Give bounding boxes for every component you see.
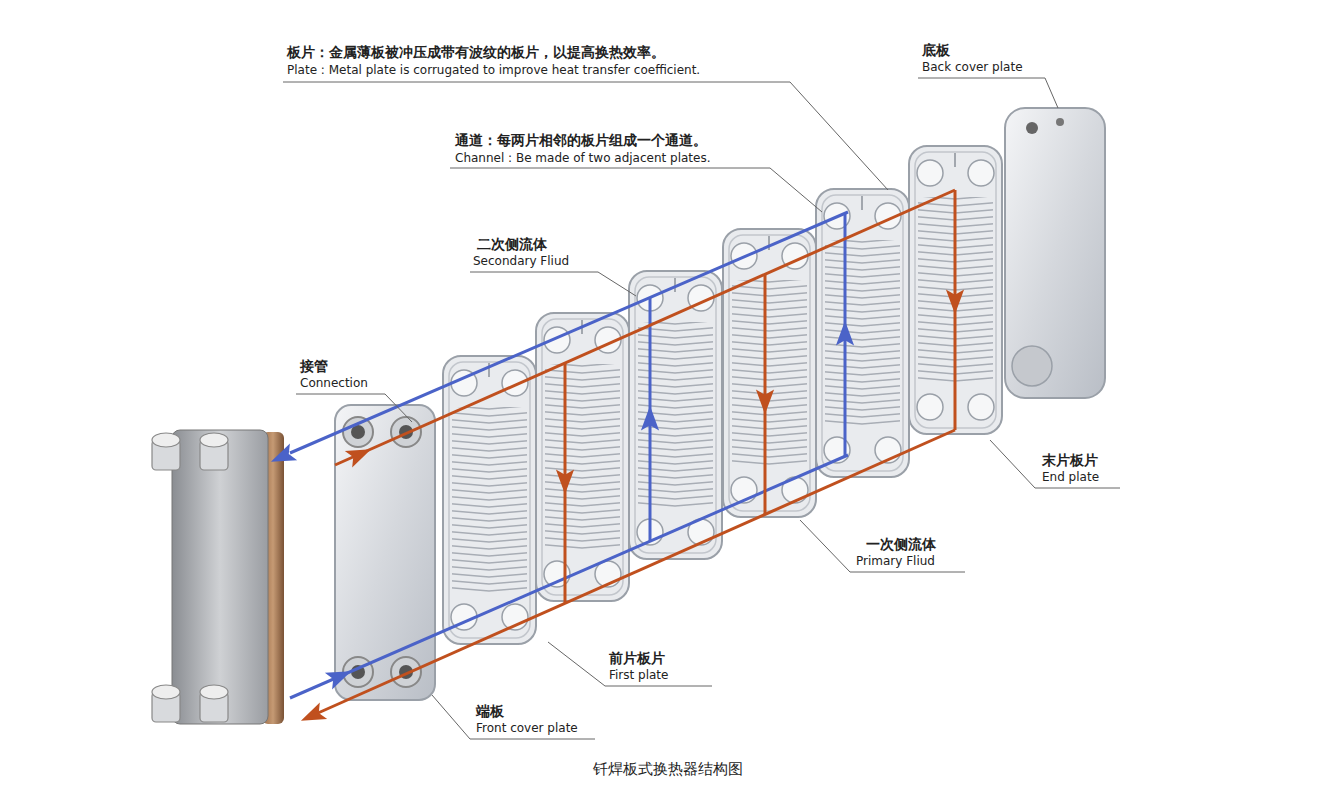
callout-note-en: Plate : Metal plate is corrugated to imp… [287,63,700,77]
callout-note: 通道：每两片相邻的板片组成一个通道。 [455,132,707,149]
port-mark [1012,346,1052,386]
part-name-en: Primary Fliud [856,554,935,568]
part-name-en: Back cover plate [922,60,1023,74]
callout-note: 板片：金属薄板被冲压成带有波纹的板片，以提高换热效率。 [287,44,665,61]
part-name-en: Front cover plate [476,721,578,735]
leader-line [450,168,822,212]
part-name: 接管 [300,358,328,375]
leader-line [470,272,636,296]
cover-plate-body [1005,108,1105,398]
part-name: 一次侧流体 [866,536,936,553]
leader-line [296,394,412,422]
part-name-en: First plate [609,668,668,682]
flow-arrowhead [556,470,574,495]
nozzle-end [200,433,228,447]
flow-arrowhead [756,390,774,415]
part-name: 前片板片 [609,650,665,667]
leader-lines [283,78,1120,739]
flow-arrowhead [836,321,854,346]
leader-line [990,440,1120,488]
part-name: 二次侧流体 [477,236,547,253]
flow-arrowhead [297,702,327,729]
primary-flow-line [335,190,955,465]
assembled-exchanger [152,430,284,724]
flow-arrows [267,290,964,730]
part-name-en: Connection [300,376,368,390]
part-name: 末片板片 [1042,452,1098,469]
port-mark [1056,118,1064,126]
callout-note-en: Channel : Be made of two adjacent plates… [455,151,711,165]
flow-arrowhead [267,444,297,471]
port-mark [1026,122,1038,134]
flow-arrowhead [325,663,355,690]
figure-caption: 钎焊板式换热器结构图 [593,760,743,778]
primary-flow-line [764,274,767,514]
corrugated-plate [909,146,1002,434]
connection-ring [343,417,373,447]
connection-ring [391,657,421,687]
unit-face [172,430,268,724]
corrugated-plate [443,356,536,644]
leader-line [548,642,712,686]
part-name: 底板 [922,42,950,59]
leader-line [283,82,888,190]
flow-arrowhead [641,406,659,431]
nozzle-end [152,433,180,447]
nozzle-end [152,685,180,699]
part-name-en: End plate [1042,470,1099,484]
part-name: 端板 [476,703,504,720]
leader-line [918,78,1058,108]
leader-line [800,520,965,572]
leader-line [432,695,595,739]
part-name-en: Secondary Fliud [473,254,569,268]
nozzle-end [200,685,228,699]
plate-stack [443,146,1002,644]
flow-arrowhead [345,441,375,468]
flow-lines [290,190,955,713]
flow-arrowhead [946,290,964,315]
back-cover-plate [1005,108,1105,398]
